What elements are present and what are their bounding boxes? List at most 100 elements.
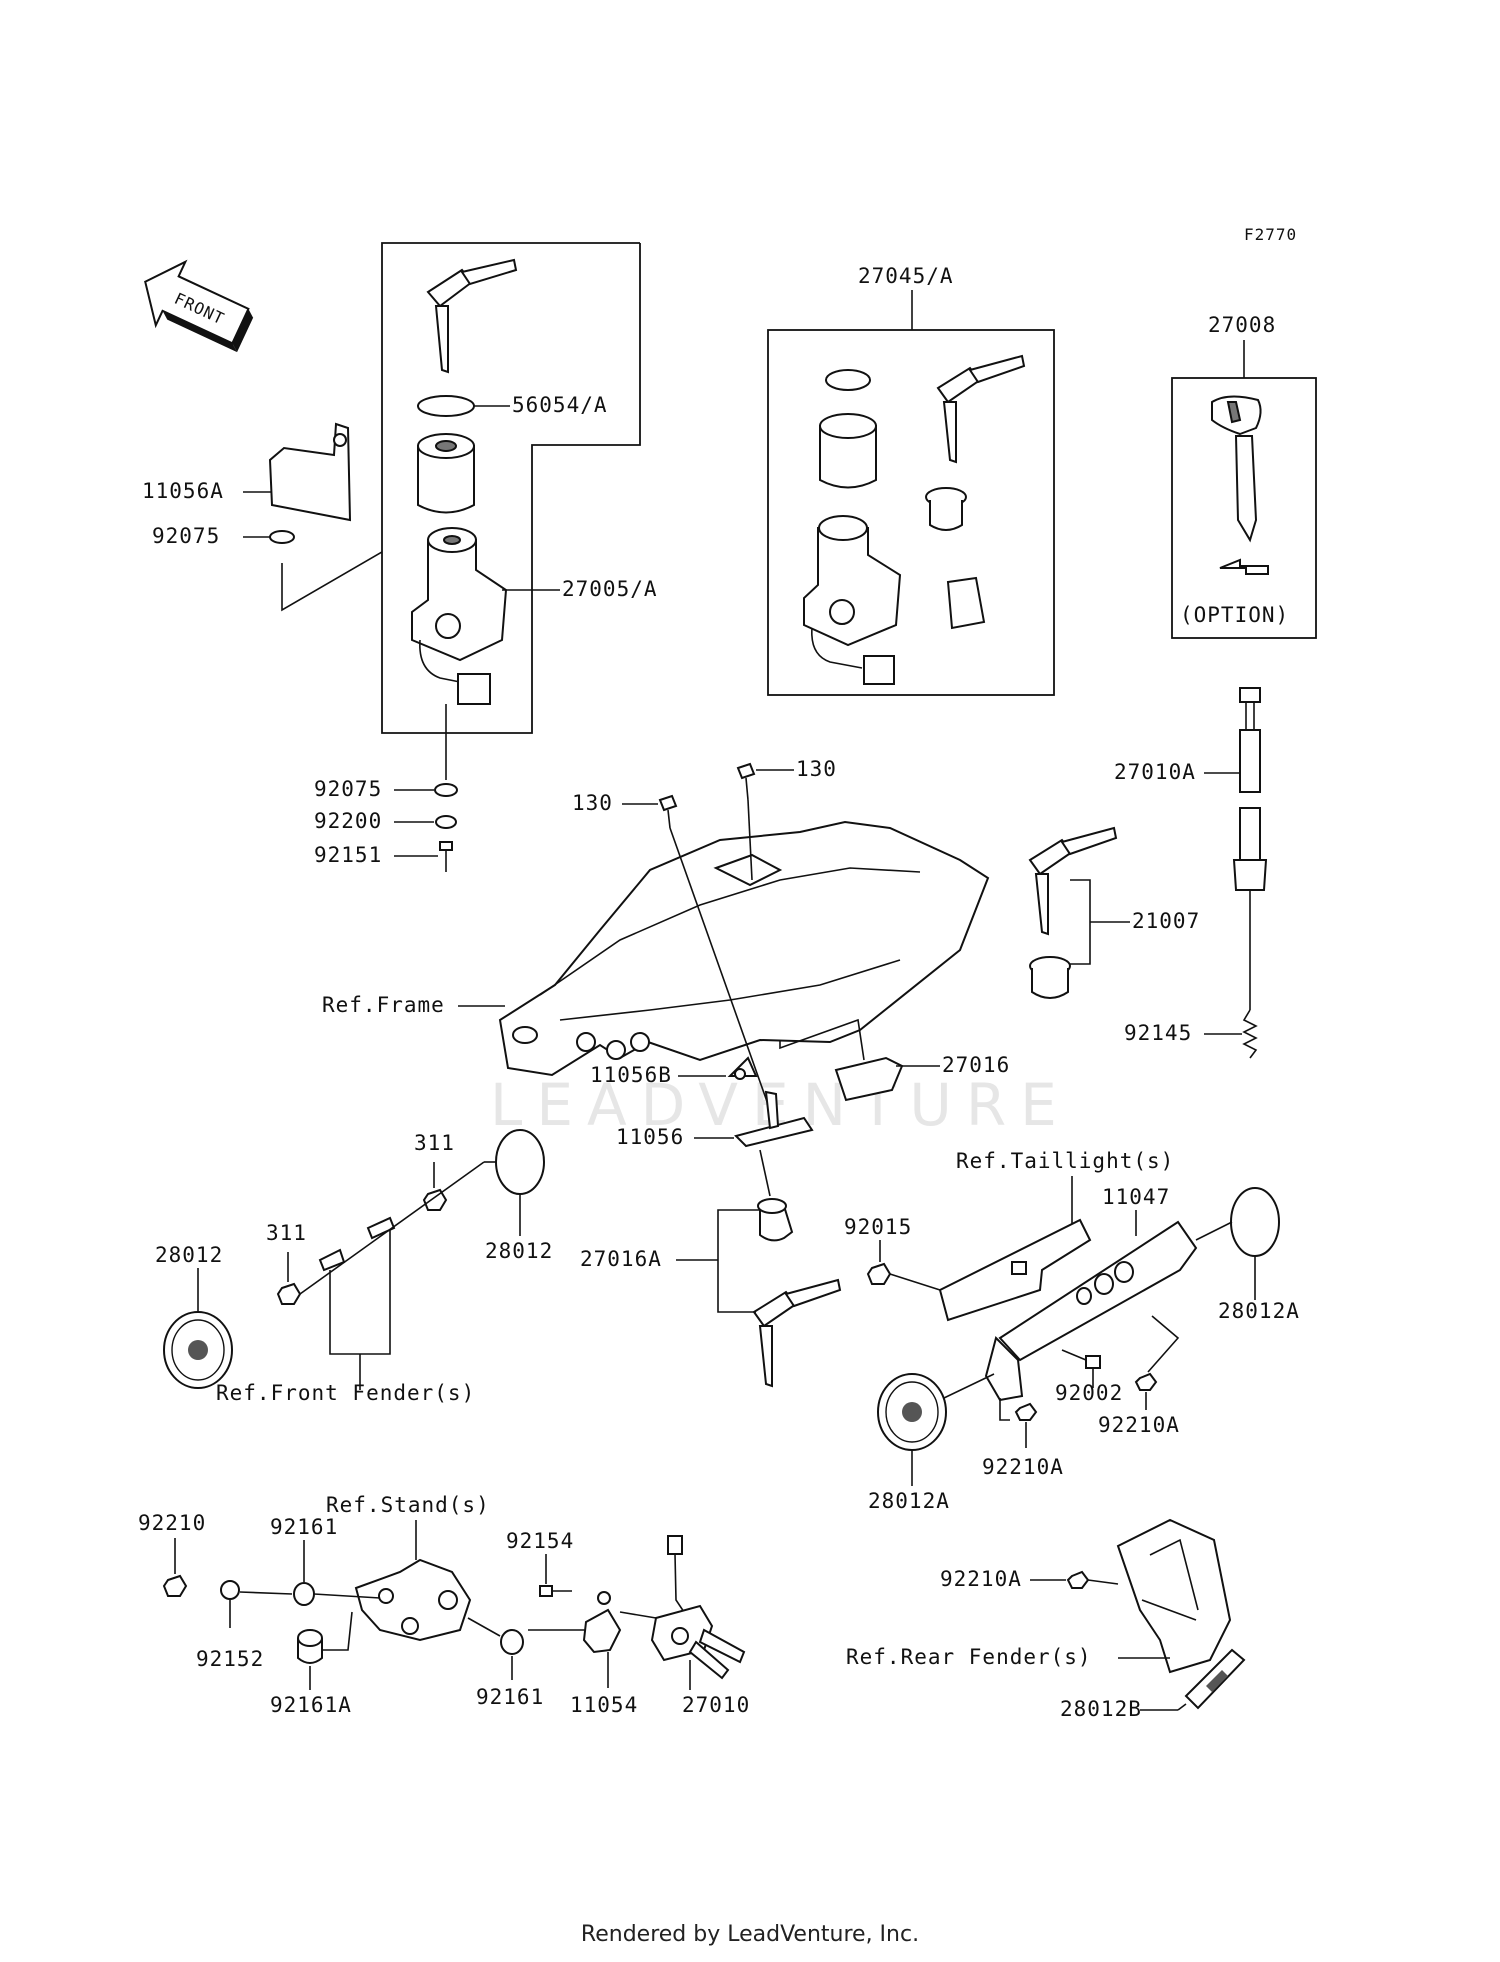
nut-92210A-c-icon xyxy=(1066,1570,1090,1589)
frame-outline xyxy=(498,820,990,1077)
label-27010A: 27010A xyxy=(1114,760,1196,784)
lock-27016A-icon xyxy=(757,1198,794,1242)
bracket-11056-icon xyxy=(734,1090,814,1148)
label-ref-frame: Ref.Frame xyxy=(322,993,445,1017)
washer-56054-icon xyxy=(417,395,475,417)
bolt-92002-icon xyxy=(1085,1355,1101,1378)
license-bracket-11047-icon xyxy=(984,1220,1198,1402)
nut-92210A-b-icon xyxy=(1014,1402,1038,1421)
cover-cylinder-kit-icon xyxy=(819,413,877,489)
label-92154: 92154 xyxy=(506,1529,574,1553)
nut-311-a-icon xyxy=(276,1282,302,1305)
label-92210A-b: 92210A xyxy=(982,1455,1064,1479)
collar-92161A-icon xyxy=(297,1629,323,1664)
label-28012A-right: 28012A xyxy=(1218,1299,1300,1323)
key-option-icon xyxy=(1211,395,1269,575)
label-ref-rear-fender: Ref.Rear Fender(s) xyxy=(846,1645,1092,1669)
label-311-b: 311 xyxy=(414,1131,455,1155)
label-ref-front-fender: Ref.Front Fender(s) xyxy=(216,1381,475,1405)
label-27008: 27008 xyxy=(1208,313,1276,337)
label-311-a: 311 xyxy=(266,1221,307,1245)
label-92200: 92200 xyxy=(314,809,382,833)
label-27005A: 27005/A xyxy=(562,577,658,601)
nut-311-b-icon xyxy=(422,1188,448,1211)
label-92210: 92210 xyxy=(138,1511,206,1535)
label-28012-mid: 28012 xyxy=(485,1239,553,1263)
nut-92210-icon xyxy=(162,1574,188,1597)
label-21007: 21007 xyxy=(1132,909,1200,933)
label-11056: 11056 xyxy=(616,1125,684,1149)
switch-27010A-icon xyxy=(1232,687,1268,1010)
bracket-11056A-icon xyxy=(268,422,352,522)
label-92075-bottom: 92075 xyxy=(314,777,382,801)
label-92015: 92015 xyxy=(844,1215,912,1239)
nut-92015-icon xyxy=(866,1262,892,1285)
label-28012A-bottom: 28012A xyxy=(868,1489,950,1513)
washer-92200-icon xyxy=(435,815,457,829)
bolt-92151-icon xyxy=(439,841,453,872)
group-27005A-box xyxy=(381,242,641,734)
label-ref-stand: Ref.Stand(s) xyxy=(326,1493,490,1517)
label-ref-taillight: Ref.Taillight(s) xyxy=(956,1149,1174,1173)
reflector-28012B-icon xyxy=(1184,1648,1246,1710)
key-27016A-icon xyxy=(752,1278,842,1388)
collar-92161-a-icon xyxy=(293,1582,315,1606)
seat-lock-kit-icon xyxy=(946,576,986,630)
lock-27016-icon xyxy=(834,1056,904,1102)
figure-code: F2770 xyxy=(1244,225,1297,244)
label-11056A: 11056A xyxy=(142,479,224,503)
key-kit-icon xyxy=(936,354,1026,464)
ignition-switch-kit-icon xyxy=(803,515,902,685)
cover-cylinder-icon xyxy=(417,433,475,514)
nut-92210A-a-icon xyxy=(1134,1372,1158,1391)
stand-bracket-icon xyxy=(354,1558,472,1642)
stud-front-fender-icon xyxy=(318,1216,396,1272)
label-11047: 11047 xyxy=(1102,1185,1170,1209)
label-28012-left: 28012 xyxy=(155,1243,223,1267)
ignition-switch-icon xyxy=(411,527,508,705)
group-27008-box xyxy=(1171,377,1317,639)
bolt-130-left-icon xyxy=(658,794,678,829)
lock-21007-icon xyxy=(1029,956,1071,999)
label-92145: 92145 xyxy=(1124,1021,1192,1045)
key-icon xyxy=(426,258,518,374)
label-92210A-c: 92210A xyxy=(940,1567,1022,1591)
label-11056B: 11056B xyxy=(590,1063,672,1087)
label-56054A: 56054/A xyxy=(512,393,608,417)
nut-92075-bottom-icon xyxy=(434,783,458,797)
washer-92152-icon xyxy=(220,1580,240,1600)
front-arrow-icon: FRONT xyxy=(144,259,254,353)
bracket-11056B-icon xyxy=(727,1056,758,1080)
label-92210A-a: 92210A xyxy=(1098,1413,1180,1437)
spring-92145-icon xyxy=(1242,1009,1258,1059)
label-27010: 27010 xyxy=(682,1693,750,1717)
bolt-92154-icon xyxy=(539,1585,572,1597)
side-stand-switch-27010-icon xyxy=(650,1535,746,1680)
label-92075-top: 92075 xyxy=(152,524,220,548)
reflector-28012-mid-icon xyxy=(484,1129,545,1195)
label-11054: 11054 xyxy=(570,1693,638,1717)
label-27016: 27016 xyxy=(942,1053,1010,1077)
label-92152: 92152 xyxy=(196,1647,264,1671)
label-130-left: 130 xyxy=(572,791,613,815)
label-27045A: 27045/A xyxy=(858,264,954,288)
label-92151: 92151 xyxy=(314,843,382,867)
label-option: (OPTION) xyxy=(1180,603,1289,627)
reflector-28012A-right-icon xyxy=(1230,1187,1280,1257)
lock-cylinder-kit-icon xyxy=(925,487,967,531)
key-21007-icon xyxy=(1028,826,1118,936)
collar-92161-b-icon xyxy=(500,1629,524,1655)
label-92161-b: 92161 xyxy=(476,1685,544,1709)
label-92161A: 92161A xyxy=(270,1693,352,1717)
footer-credit: Rendered by LeadVenture, Inc. xyxy=(580,1922,920,1947)
label-92002: 92002 xyxy=(1055,1381,1123,1405)
reflector-28012-left-icon xyxy=(163,1311,233,1389)
rear-fender-icon xyxy=(1116,1518,1232,1674)
label-28012B: 28012B xyxy=(1060,1697,1142,1721)
nut-92075-top-icon xyxy=(269,530,295,544)
label-27016A: 27016A xyxy=(580,1247,662,1271)
taillight-bracket-icon xyxy=(938,1218,1092,1322)
reflector-28012A-bottom-icon xyxy=(877,1373,947,1451)
washer-kit-icon xyxy=(825,369,871,391)
